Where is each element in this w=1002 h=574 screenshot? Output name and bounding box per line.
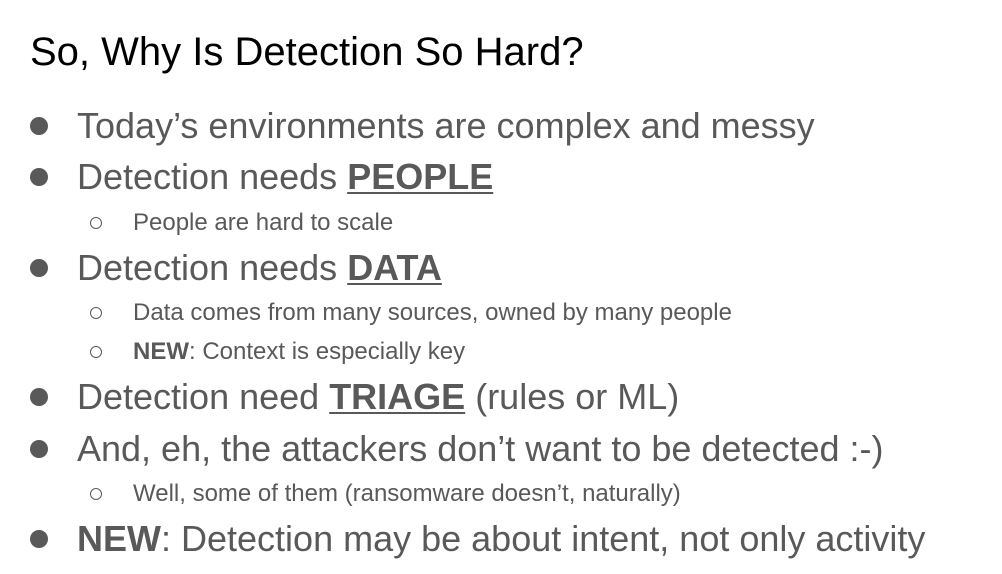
emphasized-word: DATA — [347, 247, 442, 288]
bullet-item: Detection needs DATA — [30, 246, 442, 290]
emphasized-word: PEOPLE — [347, 156, 494, 197]
sub-bullet-text: People are hard to scale — [133, 209, 394, 236]
new-label: NEW — [77, 518, 161, 559]
bullet-item: And, eh, the attackers don’t want to be … — [30, 427, 883, 471]
bullet-item: Today’s environments are complex and mes… — [30, 104, 815, 148]
sub-bullet-item: NEW: Context is especially key — [90, 337, 465, 367]
bullet-text: Detection needs PEOPLE — [77, 155, 493, 199]
bullet-prefix: Detection needs — [77, 156, 348, 197]
new-label: NEW — [133, 338, 189, 365]
bullet-text: Detection need TRIAGE (rules or ML) — [77, 375, 679, 419]
bullet-item: Detection need TRIAGE (rules or ML) — [30, 375, 679, 419]
sub-bullet-text: Data comes from many sources, owned by m… — [133, 299, 732, 326]
bullet-text: NEW: Detection may be about intent, not … — [77, 517, 925, 561]
filled-bullet-icon — [30, 168, 48, 186]
hollow-bullet-icon — [90, 488, 102, 500]
hollow-bullet-icon — [90, 217, 102, 229]
emphasized-word: TRIAGE — [329, 376, 466, 417]
sub-bullet-text: NEW: Context is especially key — [133, 337, 465, 367]
bullet-text: Detection needs DATA — [77, 246, 442, 290]
bullet-item: Detection needs PEOPLE — [30, 155, 493, 199]
bullet-prefix: Detection needs — [77, 247, 348, 288]
bullet-text: Today’s environments are complex and mes… — [77, 105, 815, 146]
filled-bullet-icon — [30, 388, 48, 406]
filled-bullet-icon — [30, 530, 48, 548]
filled-bullet-icon — [30, 117, 48, 135]
sub-bullet-text: Well, some of them (ransomware doesn’t, … — [133, 480, 681, 507]
bullet-item: NEW: Detection may be about intent, not … — [30, 517, 925, 561]
bullet-suffix: (rules or ML) — [465, 376, 680, 417]
sub-bullet-item: Well, some of them (ransomware doesn’t, … — [90, 479, 681, 509]
hollow-bullet-icon — [90, 307, 102, 319]
filled-bullet-icon — [30, 440, 48, 458]
filled-bullet-icon — [30, 259, 48, 277]
bullet-prefix: Detection need — [77, 376, 330, 417]
bullet-suffix: : Detection may be about intent, not onl… — [161, 518, 926, 559]
bullet-text: And, eh, the attackers don’t want to be … — [77, 428, 884, 469]
slide-title: So, Why Is Detection So Hard? — [30, 30, 584, 74]
sub-bullet-item: People are hard to scale — [90, 208, 393, 238]
sub-bullet-item: Data comes from many sources, owned by m… — [90, 298, 732, 328]
sub-bullet-suffix: : Context is especially key — [189, 338, 466, 365]
hollow-bullet-icon — [90, 346, 102, 358]
